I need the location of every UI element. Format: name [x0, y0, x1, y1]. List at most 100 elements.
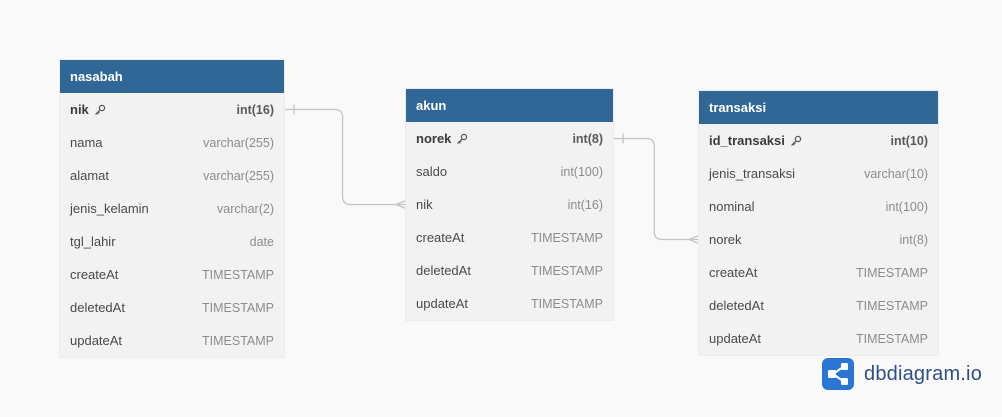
field-name-text: updateAt	[709, 331, 762, 346]
field-row-updateAt[interactable]: updateAt TIMESTAMP	[60, 324, 284, 357]
field-name: id_transaksi	[709, 133, 802, 148]
field-type: TIMESTAMP	[202, 267, 274, 282]
field-name-text: createAt	[70, 267, 119, 282]
field-name: deletedAt	[416, 263, 471, 278]
field-name: updateAt	[416, 296, 468, 311]
many-end-marker	[688, 234, 700, 245]
field-row-deletedAt[interactable]: deletedAt TIMESTAMP	[699, 289, 938, 322]
field-row-createAt[interactable]: createAt TIMESTAMP	[60, 258, 284, 291]
field-name-text: norek	[709, 232, 742, 247]
field-row-updateAt[interactable]: updateAt TIMESTAMP	[406, 287, 613, 320]
field-name: deletedAt	[70, 300, 125, 315]
relationship-line-2[interactable]	[613, 137, 699, 241]
field-name-text: tgl_lahir	[70, 234, 116, 249]
field-name: nik	[416, 197, 433, 212]
field-row-nominal[interactable]: nominal int(100)	[699, 190, 938, 223]
field-row-deletedAt[interactable]: deletedAt TIMESTAMP	[60, 291, 284, 324]
field-name-text: id_transaksi	[709, 133, 785, 148]
table-header[interactable]: transaksi	[699, 91, 938, 124]
field-row-createAt[interactable]: createAt TIMESTAMP	[699, 256, 938, 289]
field-type: varchar(10)	[864, 166, 928, 181]
field-name-text: nik	[416, 197, 433, 212]
field-row-saldo[interactable]: saldo int(100)	[406, 155, 613, 188]
field-name-text: jenis_transaksi	[709, 166, 795, 181]
field-type: TIMESTAMP	[856, 265, 928, 280]
field-row-jenis_kelamin[interactable]: jenis_kelamin varchar(2)	[60, 192, 284, 225]
field-name: tgl_lahir	[70, 234, 116, 249]
field-type: TIMESTAMP	[531, 296, 603, 311]
field-type: date	[249, 234, 274, 249]
field-name-text: norek	[416, 131, 452, 146]
table-akun[interactable]: akun norek int(8) saldo int(100) nik int(16) cr…	[406, 89, 613, 320]
field-type: varchar(255)	[203, 135, 274, 150]
field-name: createAt	[416, 230, 464, 245]
field-row-createAt[interactable]: createAt TIMESTAMP	[406, 221, 613, 254]
field-name-text: alamat	[70, 168, 110, 183]
field-name: saldo	[416, 164, 447, 179]
field-type: TIMESTAMP	[531, 263, 603, 278]
primary-key-icon	[790, 135, 802, 146]
table-header[interactable]: nasabah	[60, 60, 284, 93]
field-name: updateAt	[709, 331, 761, 346]
field-type: int(16)	[236, 102, 275, 117]
field-row-norek[interactable]: norek int(8)	[406, 122, 613, 155]
primary-key-icon	[457, 133, 468, 144]
field-row-deletedAt[interactable]: deletedAt TIMESTAMP	[406, 254, 613, 287]
field-name-text: deletedAt	[709, 298, 764, 313]
table-header[interactable]: akun	[406, 89, 613, 122]
field-row-nama[interactable]: nama varchar(255)	[60, 126, 284, 159]
many-end-marker	[395, 199, 407, 210]
field-type: int(100)	[560, 164, 603, 179]
field-row-updateAt[interactable]: updateAt TIMESTAMP	[699, 322, 938, 355]
field-name: createAt	[70, 267, 118, 282]
field-name: nominal	[709, 199, 755, 214]
field-name-text: createAt	[709, 265, 758, 280]
field-name-text: updateAt	[416, 296, 469, 311]
field-name-text: nama	[70, 135, 103, 150]
field-name: norek	[416, 131, 468, 146]
relationship-line-1[interactable]	[284, 108, 406, 206]
field-type: TIMESTAMP	[531, 230, 603, 245]
field-name-text: createAt	[416, 230, 465, 245]
field-type: int(16)	[567, 197, 603, 212]
field-row-norek[interactable]: norek int(8)	[699, 223, 938, 256]
field-type: int(10)	[890, 133, 929, 148]
field-type: int(8)	[572, 131, 603, 146]
field-type: varchar(2)	[217, 201, 274, 216]
field-name: updateAt	[70, 333, 122, 348]
field-type: TIMESTAMP	[856, 331, 928, 346]
field-row-id_transaksi[interactable]: id_transaksi int(10)	[699, 124, 938, 157]
field-name-text: updateAt	[70, 333, 123, 348]
field-name: jenis_transaksi	[709, 166, 795, 181]
field-type: int(100)	[885, 199, 928, 214]
brand-text: dbdiagram.io	[864, 362, 983, 385]
field-name-text: deletedAt	[70, 300, 125, 315]
field-row-nik[interactable]: nik int(16)	[406, 188, 613, 221]
field-row-jenis_transaksi[interactable]: jenis_transaksi varchar(10)	[699, 157, 938, 190]
field-type: TIMESTAMP	[202, 333, 274, 348]
dbdiagram-brand[interactable]: dbdiagram.io	[822, 358, 982, 390]
table-transaksi[interactable]: transaksi id_transaksi int(10) jenis_transa…	[699, 91, 938, 355]
field-name-text: deletedAt	[416, 263, 471, 278]
field-row-tgl_lahir[interactable]: tgl_lahir date	[60, 225, 284, 258]
field-name: nama	[70, 135, 103, 150]
field-row-nik[interactable]: nik int(16)	[60, 93, 284, 126]
field-name: jenis_kelamin	[70, 201, 149, 216]
field-row-alamat[interactable]: alamat varchar(255)	[60, 159, 284, 192]
field-type: TIMESTAMP	[856, 298, 928, 313]
primary-key-icon	[94, 104, 105, 115]
field-name: nik	[70, 102, 106, 117]
field-name-text: nominal	[709, 199, 755, 214]
field-name: deletedAt	[709, 298, 764, 313]
dbdiagram-logo-icon	[822, 358, 854, 390]
field-type: int(8)	[899, 232, 928, 247]
field-name-text: jenis_kelamin	[70, 201, 149, 216]
field-name: createAt	[709, 265, 757, 280]
table-nasabah[interactable]: nasabah nik int(16) nama varchar(255) alamat v…	[60, 60, 284, 357]
field-name-text: nik	[70, 102, 89, 117]
field-name: alamat	[70, 168, 109, 183]
field-type: TIMESTAMP	[202, 300, 274, 315]
field-type: varchar(255)	[203, 168, 274, 183]
